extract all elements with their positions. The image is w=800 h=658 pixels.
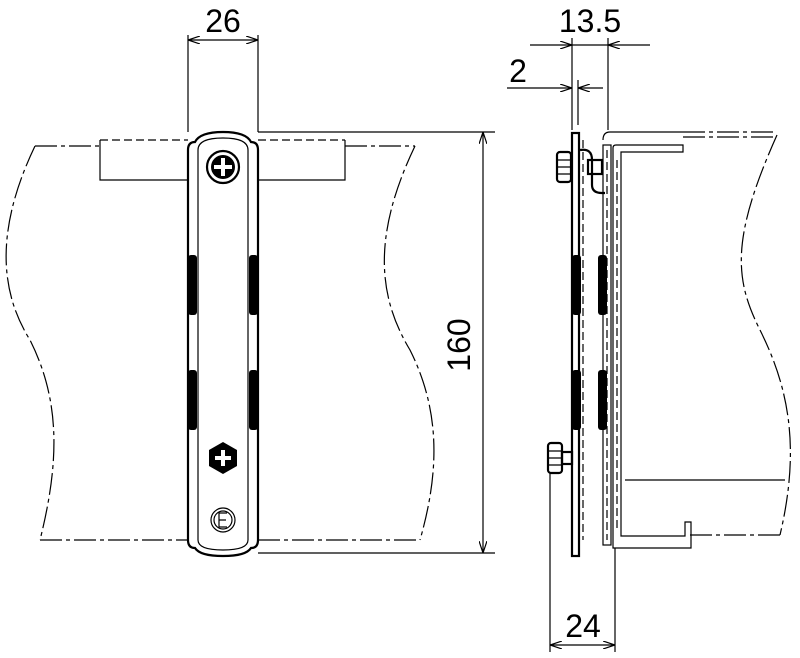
dimension-label-offset: 24 (565, 608, 601, 644)
slot (572, 255, 581, 315)
front-bracket (186, 130, 260, 558)
bolt-bottom-icon (546, 441, 574, 475)
slot (188, 255, 197, 315)
slot (249, 255, 258, 315)
side-panel-outline (625, 131, 791, 536)
dimension-2: 2 (507, 53, 603, 125)
dimension-24: 24 (549, 472, 616, 652)
dimension-label-width: 26 (205, 3, 241, 39)
logo-e-mark (210, 507, 236, 533)
slot (598, 255, 607, 315)
side-bracket (546, 131, 692, 558)
dimension-160: 160 (258, 131, 495, 554)
screw-hex-icon (209, 442, 237, 474)
dimension-26: 26 (187, 3, 259, 132)
slot (188, 370, 197, 430)
dimension-label-height: 160 (441, 318, 477, 371)
dimension-label-thickness: 2 (509, 53, 527, 89)
bolt-top-icon (555, 148, 605, 195)
dimension-label-depth: 13.5 (559, 3, 621, 39)
dimension-13-5: 13.5 (530, 3, 650, 130)
screw-round-icon (205, 149, 241, 185)
slot (572, 370, 581, 430)
slot (249, 370, 258, 430)
slot (598, 370, 607, 430)
front-panel-outline (5, 139, 435, 541)
